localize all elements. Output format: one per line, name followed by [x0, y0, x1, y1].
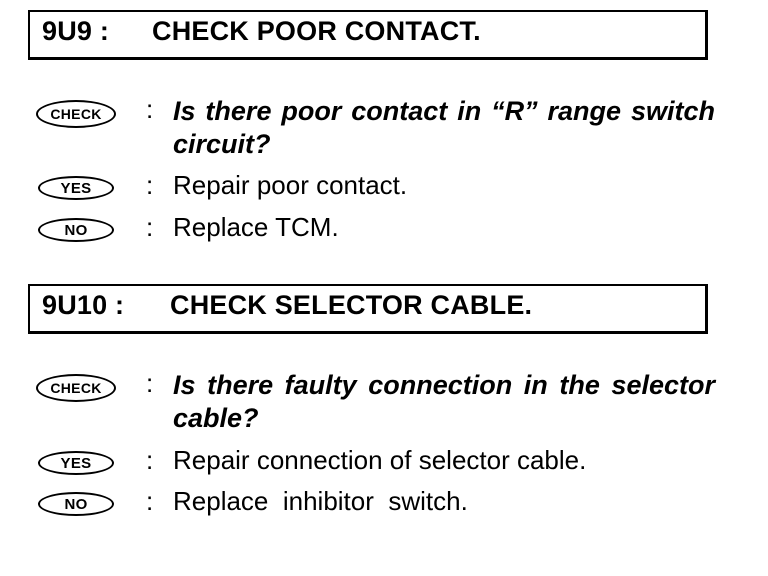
step-title: CHECK POOR CONTACT. — [152, 16, 481, 46]
no-badge: NO — [38, 218, 114, 242]
check-question: Is there faulty connection in the select… — [173, 370, 715, 433]
separator-colon: : — [146, 94, 154, 124]
step-id: 9U9 : — [42, 16, 110, 46]
separator-colon: : — [146, 170, 154, 200]
step-header-9u10: 9U10 : CHECK SELECTOR CABLE. — [28, 284, 708, 334]
no-action: Replace TCM. — [173, 212, 339, 242]
separator-colon: : — [146, 486, 154, 516]
step-header-9u9: 9U9 : CHECK POOR CONTACT. — [28, 10, 708, 60]
check-question: Is there poor contact in “R” range switc… — [173, 96, 715, 159]
yes-badge: YES — [38, 451, 114, 475]
no-badge: NO — [38, 492, 114, 516]
step-id: 9U10 : — [42, 290, 125, 320]
no-action: Replace inhibitor switch. — [173, 486, 468, 516]
step-title: CHECK SELECTOR CABLE. — [170, 290, 533, 320]
yes-action: Repair poor contact. — [173, 170, 408, 200]
separator-colon: : — [146, 368, 154, 398]
separator-colon: : — [146, 445, 154, 475]
yes-action: Repair connection of selector cable. — [173, 445, 587, 475]
yes-badge: YES — [38, 176, 114, 200]
check-badge: CHECK — [36, 374, 116, 402]
separator-colon: : — [146, 212, 154, 242]
check-badge: CHECK — [36, 100, 116, 128]
